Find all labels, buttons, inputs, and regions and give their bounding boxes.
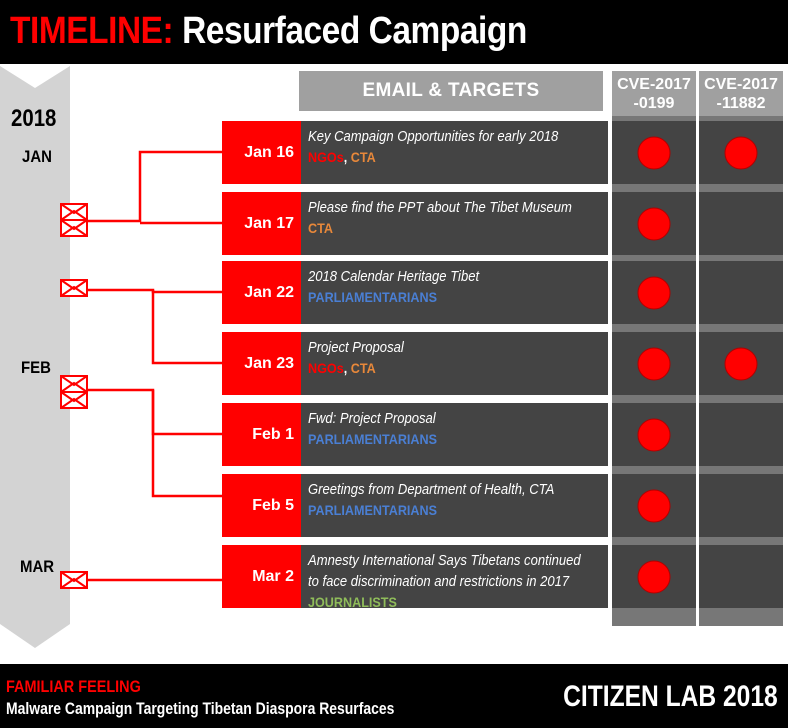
email-details: Greetings from Department of Health, CTA… <box>301 474 608 537</box>
target-separator: , <box>343 149 351 165</box>
connector-line <box>151 390 222 498</box>
target-separator: , <box>343 360 351 376</box>
cve-11882-cell <box>699 192 783 255</box>
connector-line <box>87 150 222 223</box>
cve-0199-header-line-1: CVE-2017 <box>617 76 691 93</box>
timeline-arrow <box>0 66 70 648</box>
target-tag: PARLIAMENTARIANS <box>308 502 438 518</box>
email-targets: PARLIAMENTARIANS <box>308 501 578 520</box>
email-targets: NGOs, CTA <box>308 148 578 167</box>
target-tag: NGOs <box>308 360 344 376</box>
title-keyword: TIMELINE: <box>10 10 174 52</box>
email-subject: Greetings from Department of Health, CTA <box>308 482 555 498</box>
exploit-used-dot <box>637 207 671 240</box>
brand-label: CITIZEN LAB 2018 <box>563 680 778 713</box>
exploit-used-dot <box>637 136 671 169</box>
exploit-used-dot <box>637 560 671 593</box>
cve-0199-cell <box>612 332 696 395</box>
cve-11882-cell <box>699 261 783 324</box>
cve-11882-cell <box>699 403 783 466</box>
exploit-used-dot <box>637 276 671 309</box>
email-details: Please find the PPT about The Tibet Muse… <box>301 192 608 255</box>
email-date: Jan 17 <box>222 192 301 255</box>
email-subject: 2018 Calendar Heritage Tibet <box>308 269 480 285</box>
cve-11882-cell <box>699 474 783 537</box>
title-bar: TIMELINE: Resurfaced Campaign <box>0 0 788 64</box>
email-targets: PARLIAMENTARIANS <box>308 288 578 307</box>
report-title: Malware Campaign Targeting Tibetan Diasp… <box>6 699 395 718</box>
cve-0199-cell <box>612 474 696 537</box>
timeline-month-mar: MAR <box>20 557 55 576</box>
email-targets: NGOs, CTA <box>308 359 578 378</box>
email-subject: Key Campaign Opportunities for early 201… <box>308 129 559 145</box>
exploit-used-dot <box>724 347 758 380</box>
title-text: Resurfaced Campaign <box>182 10 527 52</box>
cve-0199-header: CVE-2017 -0199 <box>612 71 696 116</box>
email-subject: Fwd: Project Proposal <box>308 411 436 427</box>
email-targets: CTA <box>308 219 578 238</box>
cve-11882-header-line-2: -11882 <box>716 95 766 112</box>
email-details: Key Campaign Opportunities for early 201… <box>301 121 608 184</box>
page-title: TIMELINE: Resurfaced Campaign <box>10 9 527 53</box>
email-details: Amnesty International Says Tibetans cont… <box>301 545 608 610</box>
campaign-name: FAMILIAR FEELING <box>6 677 141 696</box>
email-date: Feb 5 <box>222 474 301 537</box>
cve-0199-header-line-2: -0199 <box>633 95 675 112</box>
email-date: Mar 2 <box>222 545 301 608</box>
cve-0199-cell <box>612 545 696 608</box>
timeline-month-jan: JAN <box>22 147 52 166</box>
cve-0199-cell <box>612 261 696 324</box>
timeline-year: 2018 <box>11 105 57 132</box>
email-subject: Project Proposal <box>308 340 404 356</box>
target-tag: CTA <box>308 220 333 236</box>
target-tag: CTA <box>350 149 376 165</box>
cve-11882-cell <box>699 121 783 184</box>
cve-11882-cell <box>699 545 783 608</box>
email-targets: PARLIAMENTARIANS <box>308 430 578 449</box>
email-subject: to face discrimination and restrictions … <box>308 574 570 590</box>
email-date: Jan 23 <box>222 332 301 395</box>
exploit-used-dot <box>637 347 671 380</box>
cve-11882-cell <box>699 332 783 395</box>
timeline-month-feb: FEB <box>21 358 51 377</box>
email-date: Feb 1 <box>222 403 301 466</box>
email-date: Jan 22 <box>222 261 301 324</box>
target-tag: CTA <box>350 360 376 376</box>
email-subject: Please find the PPT about The Tibet Muse… <box>308 200 572 216</box>
exploit-used-dot <box>637 489 671 522</box>
email-subject: Amnesty International Says Tibetans cont… <box>308 553 581 569</box>
cve-11882-header-line-1: CVE-2017 <box>704 76 778 93</box>
connector-line <box>87 288 222 294</box>
cve-0199-cell <box>612 121 696 184</box>
cve-0199-cell <box>612 192 696 255</box>
cve-0199-cell <box>612 403 696 466</box>
exploit-used-dot <box>724 136 758 169</box>
connector-line <box>87 388 222 436</box>
target-tag: PARLIAMENTARIANS <box>308 289 438 305</box>
email-date: Jan 16 <box>222 121 301 184</box>
target-tag: NGOs <box>308 149 344 165</box>
exploit-used-dot <box>637 418 671 451</box>
target-tag: PARLIAMENTARIANS <box>308 431 438 447</box>
footer: FAMILIAR FEELING Malware Campaign Target… <box>0 664 788 728</box>
email-targets-header: EMAIL & TARGETS <box>299 71 603 111</box>
email-targets: JOURNALISTS <box>308 593 578 612</box>
target-tag: JOURNALISTS <box>308 594 397 610</box>
connector-line <box>151 290 222 365</box>
cve-11882-header: CVE-2017 -11882 <box>699 71 783 116</box>
